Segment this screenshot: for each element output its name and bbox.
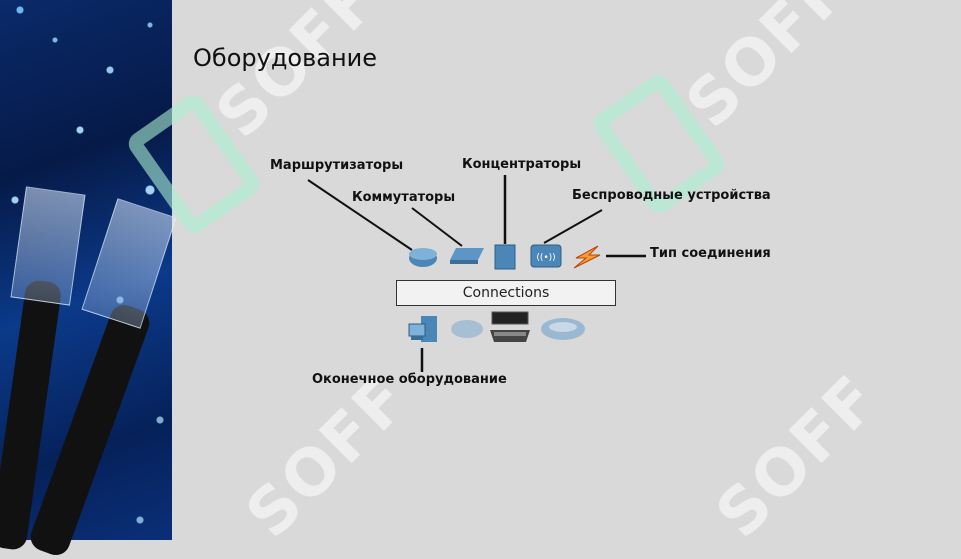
wireless-icon: ((•)) [530,244,562,268]
cloud-icon [451,320,483,338]
page-title: Оборудование [193,44,377,72]
watermark-text-2: SOFF [672,0,864,143]
pc-icon [408,316,437,342]
hub-icon [494,244,516,270]
cable-photo [0,0,177,559]
svg-text:((•)): ((•)) [536,253,555,263]
server-icon [490,311,530,342]
lightning-icon [573,245,601,269]
plug-right [81,198,177,329]
connections-bar: Connections [396,280,616,306]
switch-icon [450,248,484,264]
wan-cloud-icon [541,318,585,340]
label-connection-type: Тип соединения [650,246,771,261]
watermark-text-1: SOFF [202,0,394,153]
label-switches: Коммутаторы [352,190,456,205]
equipment-diagram: ((•)) Connections Маршрутизаторы Коммута… [262,148,822,398]
diagram-lines [307,175,646,372]
label-routers: Маршрутизаторы [270,158,404,173]
label-wireless: Беспроводные устройства [572,188,771,203]
plug-left [10,186,86,306]
router-icon [409,248,437,267]
label-hubs: Концентраторы [462,157,582,172]
label-end-devices: Оконечное оборудование [312,372,507,387]
